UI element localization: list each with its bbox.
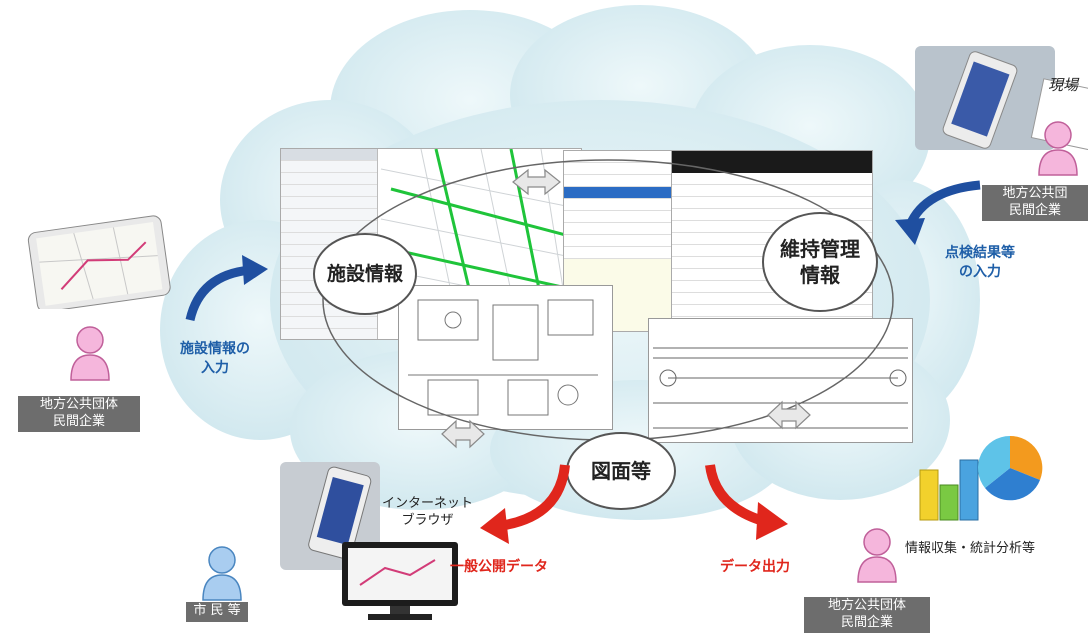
maintenance-tree-screen <box>563 150 673 332</box>
inspection-input-arrow <box>895 180 981 245</box>
person-icon <box>70 326 110 381</box>
facility-input-label: 施設情報の 入力 <box>180 341 250 376</box>
smartphone-icon <box>280 462 380 570</box>
actor-label-citizen: 市 民 等 <box>186 602 248 622</box>
person-icon <box>1038 121 1078 176</box>
drawings-node: 図面等 <box>566 432 676 510</box>
public-data-label: 一般公開データ <box>450 559 548 575</box>
double-arrow-icon <box>441 168 811 449</box>
person-icon <box>857 528 897 583</box>
data-output-label: データ出力 <box>720 559 790 575</box>
person-icon <box>202 546 242 601</box>
monitor-icon <box>342 542 458 620</box>
maintenance-info-node: 維持管理 情報 <box>762 212 878 312</box>
data-output-arrow <box>705 464 788 540</box>
drawing-sheet-1 <box>398 285 613 430</box>
facility-input-arrow <box>185 255 268 322</box>
actor-label-top-right: 地方公共団 民間企業 <box>982 185 1088 221</box>
actor-label-left: 地方公共団体 民間企業 <box>18 396 140 432</box>
internet-browser-label: インターネット ブラウザ <box>382 496 474 528</box>
tablet-icon <box>27 215 171 309</box>
pie-chart-icon <box>919 435 1043 521</box>
stats-label: 情報収集・統計分析等 <box>905 541 1036 556</box>
facility-info-node: 施設情報 <box>313 233 417 315</box>
actor-label-bottom-right: 地方公共団体 民間企業 <box>804 597 930 633</box>
field-note-label: 現場 <box>1048 76 1079 94</box>
inspection-input-label: 点検結果等 の入力 <box>945 245 1015 280</box>
public-data-arrow <box>480 464 570 544</box>
